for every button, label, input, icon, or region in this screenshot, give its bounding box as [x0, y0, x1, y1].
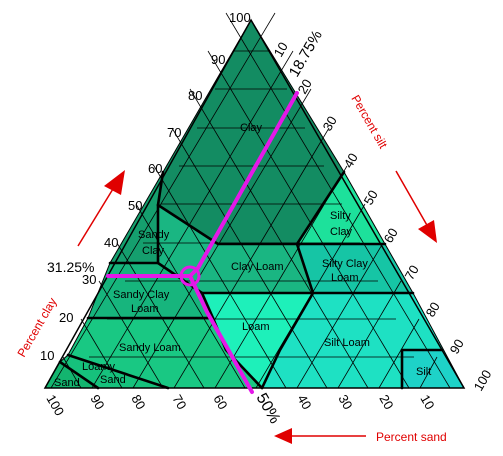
silt-reading-line [188, 91, 299, 278]
label-loamy-sand-1: Loamy [82, 361, 116, 373]
sand-tick-100: 100 [43, 392, 67, 418]
sand-tick-30: 30 [335, 392, 355, 412]
label-sand: Sand [54, 377, 80, 389]
silt-tick-60: 60 [381, 225, 401, 245]
sand-tick-90: 90 [87, 392, 107, 412]
clay-tick-50: 50 [128, 198, 142, 213]
clay-tick-labels: 10 20 30 40 50 60 70 80 90 100 [40, 10, 251, 363]
silt-axis-label: Percent silt [348, 93, 390, 152]
label-silt: Silt [416, 366, 431, 378]
silt-tick-30: 30 [320, 113, 340, 133]
clay-tick-70: 70 [167, 125, 181, 140]
clay-axis-arrow [77, 170, 125, 247]
label-clay-loam: Clay Loam [231, 261, 284, 273]
label-silty-clay-2: Clay [330, 226, 353, 238]
clay-tick-100: 100 [229, 10, 251, 25]
silt-tick-100: 100 [471, 367, 495, 393]
label-silty-clay-loam-1: Silty Clay [322, 258, 368, 270]
label-loam: Loam [242, 321, 270, 333]
sand-axis-arrow [274, 428, 366, 444]
label-silt-loam: Silt Loam [324, 337, 370, 349]
sand-tick-50: 50% [253, 391, 284, 427]
sand-tick-labels: 100 90 80 70 60 50% 40 30 20 10 [43, 391, 437, 427]
region-silt [401, 349, 465, 389]
clay-tick-60: 60 [148, 161, 162, 176]
silt-axis-arrow [395, 170, 437, 243]
silt-tick-10: 10 [271, 39, 291, 59]
sand-tick-40: 40 [294, 392, 314, 412]
sample-point-marker [179, 265, 201, 287]
clay-tick-90: 90 [211, 52, 225, 67]
sand-tick-60: 60 [210, 392, 230, 412]
clay-tick-10: 10 [40, 348, 54, 363]
region-labels: Clay Sandy Clay Silty Clay Clay Loam Sil… [54, 122, 431, 389]
silt-tick-40: 40 [341, 150, 361, 170]
clay-tick-80: 80 [188, 88, 202, 103]
label-clay: Clay [240, 122, 263, 134]
sand-tick-70: 70 [169, 392, 189, 412]
clay-tick-20: 20 [59, 310, 73, 325]
sand-tick-80: 80 [128, 392, 148, 412]
sand-tick-10: 10 [417, 392, 437, 412]
label-sandy-loam: Sandy Loam [119, 342, 181, 354]
sand-axis-label: Percent sand [376, 430, 447, 444]
clay-tick-30: 30 [82, 272, 96, 287]
clay-tick-40: 40 [104, 235, 118, 250]
reading-lines [106, 91, 299, 394]
silt-tick-50: 50 [361, 187, 381, 207]
sand-reading-line [188, 274, 254, 394]
label-sandy-clay-loam-1: Sandy Clay [113, 289, 170, 301]
silt-tick-70: 70 [402, 262, 422, 282]
label-sandy-clay-2: Clay [142, 245, 165, 257]
grid-lines [50, 12, 451, 389]
label-sandy-clay-loam-2: Loam [131, 303, 159, 315]
label-sandy-clay-1: Sandy [138, 229, 170, 241]
sand-tick-20: 20 [376, 392, 396, 412]
label-silty-clay-loam-2: Loam [331, 272, 359, 284]
clay-value-callout: 31.25% [47, 259, 94, 275]
silt-tick-80: 80 [423, 299, 443, 319]
label-silty-clay-1: Silty [330, 210, 351, 222]
silt-tick-20: 20 [295, 76, 315, 96]
silt-tick-90: 90 [447, 336, 467, 356]
label-loamy-sand-2: Sand [100, 374, 126, 386]
silt-tick-labels: 10 20 30 40 50 60 70 80 90 100 [271, 39, 495, 393]
